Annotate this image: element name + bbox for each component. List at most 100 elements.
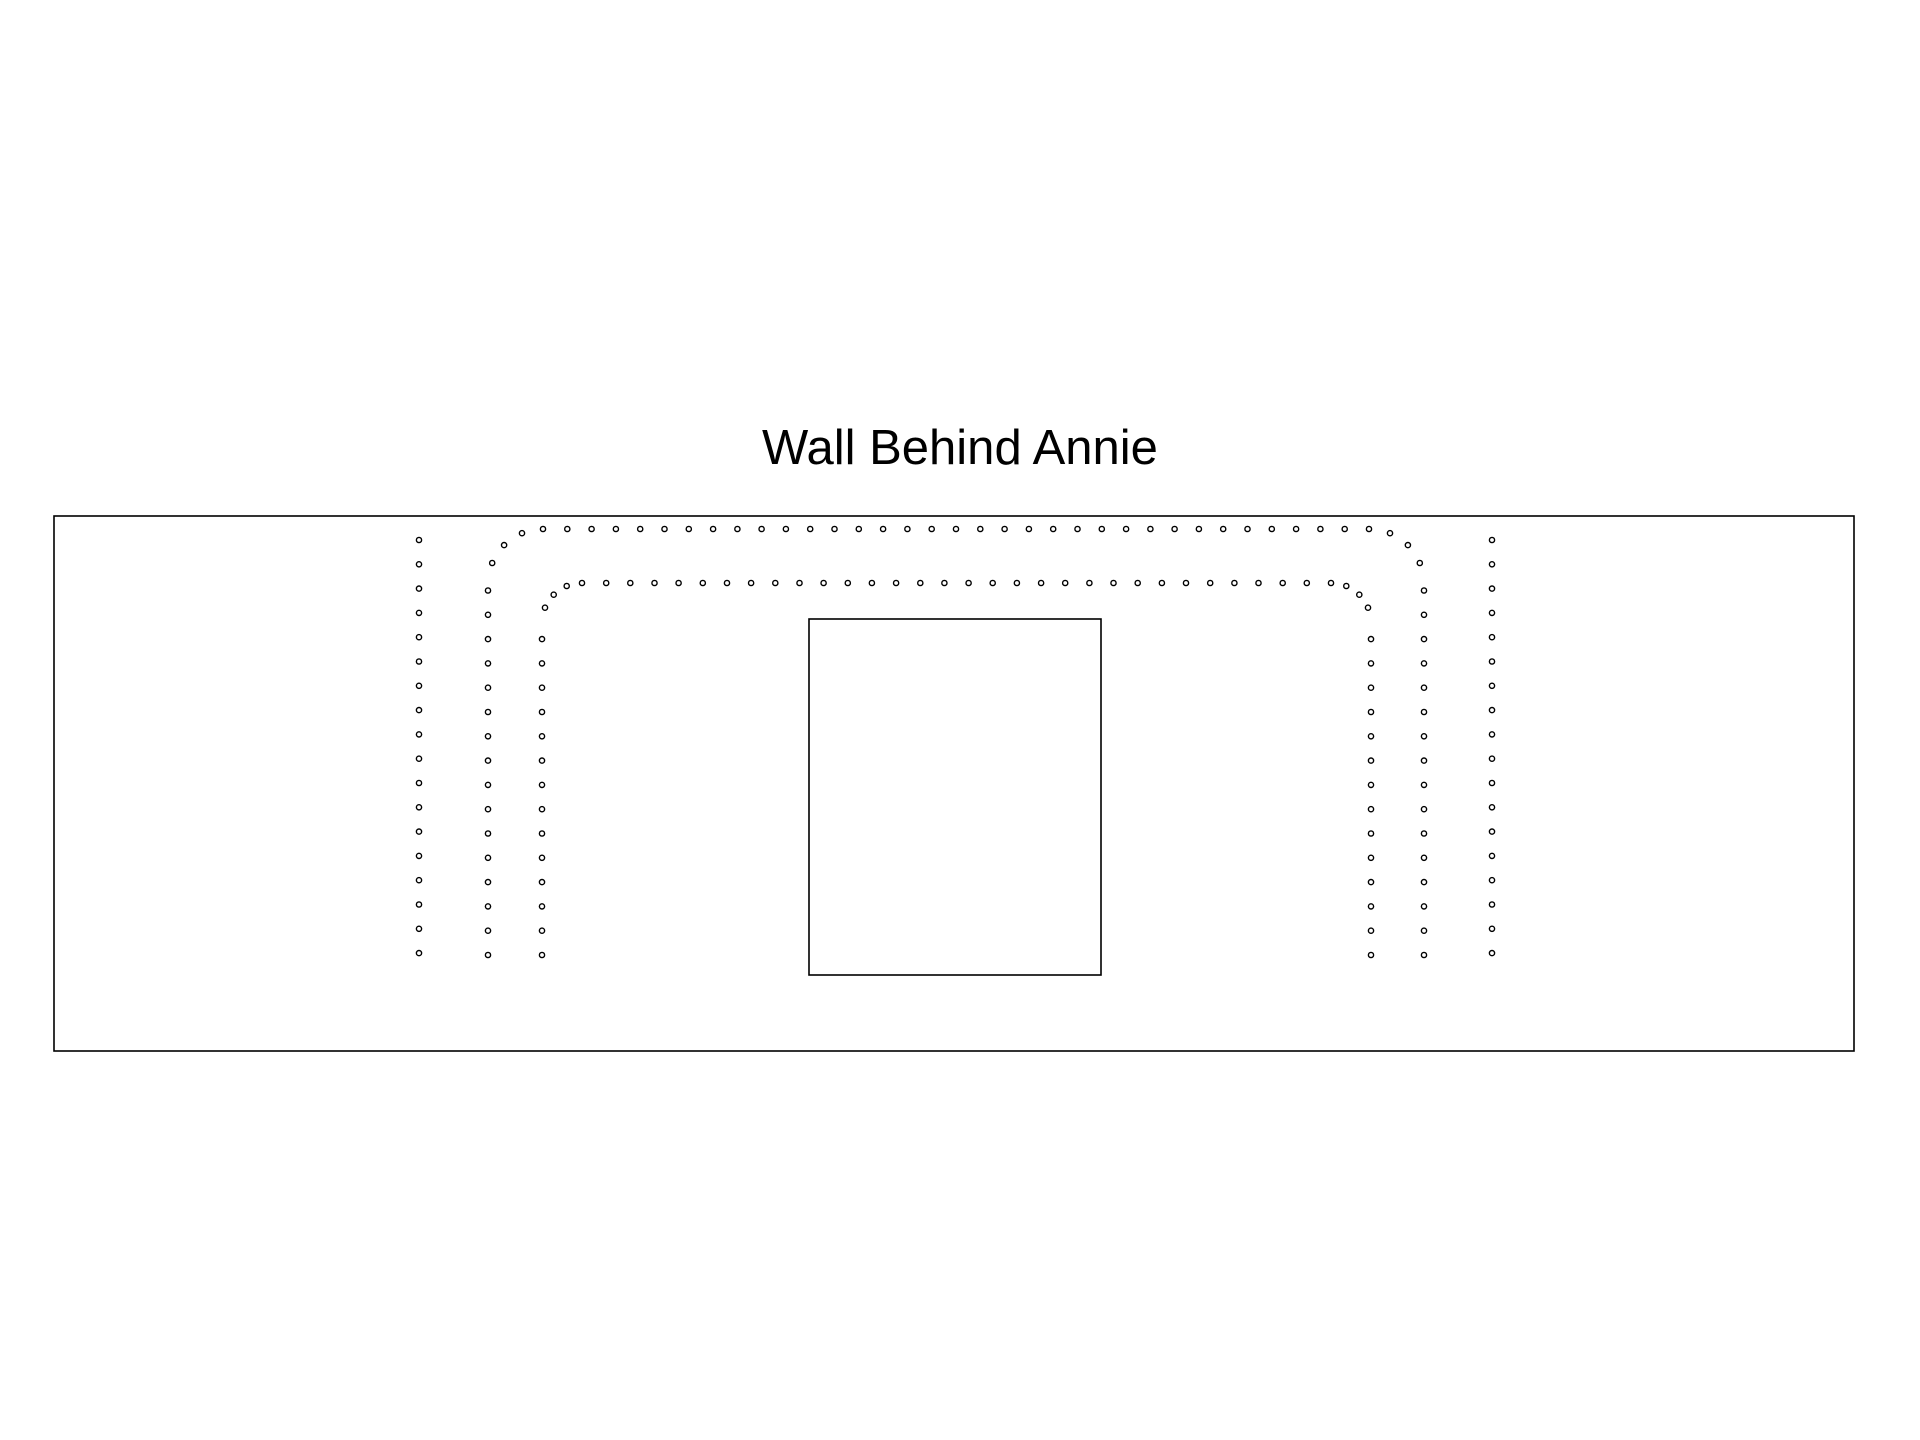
light-dot	[989, 579, 997, 587]
light-dot	[1367, 903, 1375, 910]
light-dot	[1303, 579, 1311, 587]
light-dot	[917, 579, 924, 587]
light-dot	[627, 579, 634, 587]
light-dot	[796, 579, 803, 587]
light-dot	[1110, 579, 1117, 587]
light-dot	[1404, 541, 1412, 549]
light-dot	[415, 852, 423, 860]
light-dot	[1488, 804, 1496, 811]
light-dot	[538, 830, 546, 837]
light-dot	[415, 755, 423, 763]
light-dot	[782, 525, 790, 533]
light-dot	[1488, 585, 1496, 592]
light-dot	[500, 541, 508, 549]
light-dot	[1420, 635, 1428, 643]
light-dot	[484, 684, 492, 692]
light-dot	[1255, 579, 1262, 587]
light-dot	[1420, 830, 1428, 837]
light-dot	[1367, 660, 1375, 667]
light-dot	[1488, 731, 1496, 738]
light-dot	[484, 903, 492, 910]
light-dot	[1171, 525, 1178, 533]
light-dot	[1488, 779, 1496, 787]
light-dot	[484, 781, 492, 789]
light-dot	[928, 525, 936, 533]
light-dot	[415, 925, 423, 933]
light-dot	[415, 828, 423, 835]
light-dot	[1367, 757, 1375, 764]
light-dot	[415, 633, 423, 641]
light-dot	[772, 579, 779, 587]
light-dot	[415, 949, 423, 957]
light-dot	[1488, 925, 1496, 933]
light-dot	[578, 579, 586, 587]
light-dot	[1364, 604, 1372, 612]
light-dot	[484, 708, 492, 716]
inner-light-strand	[538, 579, 1375, 959]
light-dot	[806, 525, 814, 533]
light-dot	[747, 579, 755, 587]
light-dot	[415, 536, 423, 544]
light-dot	[415, 609, 423, 617]
light-dot	[415, 876, 423, 884]
light-dot	[1367, 684, 1375, 692]
light-dot	[965, 579, 972, 587]
light-dot	[904, 525, 911, 533]
light-dot	[1420, 903, 1428, 910]
light-dot	[484, 927, 492, 935]
light-dot	[1488, 901, 1496, 908]
light-dot	[538, 951, 546, 959]
light-dot	[1292, 525, 1300, 533]
light-dot	[734, 525, 741, 533]
light-dot	[484, 660, 492, 667]
light-dot	[415, 779, 423, 787]
light-dot	[415, 731, 423, 738]
light-dot	[538, 781, 546, 789]
light-dot	[415, 561, 423, 568]
light-dot	[484, 830, 492, 837]
light-dot	[1356, 591, 1363, 599]
light-dot	[538, 660, 546, 667]
light-dot	[685, 525, 693, 533]
light-dot	[541, 604, 549, 612]
light-dot	[723, 579, 731, 587]
light-dot	[1013, 579, 1021, 587]
light-dot	[675, 579, 682, 587]
wall-outline	[53, 515, 1855, 1052]
light-dot	[1420, 611, 1428, 619]
light-dot	[1488, 561, 1496, 568]
light-dot	[1182, 579, 1190, 587]
light-dot	[415, 901, 423, 908]
light-dot	[538, 757, 546, 764]
light-dot	[484, 635, 492, 643]
light-dot	[699, 579, 707, 587]
light-dot	[1420, 878, 1428, 886]
light-dot	[1367, 878, 1375, 886]
light-dot	[1268, 525, 1276, 533]
light-dot	[1386, 529, 1394, 537]
light-dot	[1365, 525, 1373, 533]
light-dot	[1367, 708, 1375, 716]
light-dot	[1367, 854, 1375, 862]
light-dot	[1488, 658, 1496, 665]
light-dot	[415, 585, 423, 592]
light-dot	[952, 525, 960, 533]
light-dot	[1488, 682, 1496, 690]
light-dot	[1488, 949, 1496, 957]
light-dot	[1420, 854, 1428, 862]
light-dot	[820, 579, 827, 587]
light-dot	[1488, 633, 1496, 641]
light-dot	[415, 682, 423, 690]
light-dot	[844, 579, 852, 587]
light-dot	[415, 804, 423, 811]
light-dot	[1367, 781, 1375, 789]
light-dot	[1122, 525, 1130, 533]
light-dot	[1367, 733, 1375, 740]
light-dot	[538, 684, 546, 692]
light-dot	[484, 733, 492, 740]
light-dot	[1488, 755, 1496, 763]
light-dot	[1488, 828, 1496, 835]
light-dot	[1420, 733, 1428, 740]
light-dot	[1001, 525, 1008, 533]
